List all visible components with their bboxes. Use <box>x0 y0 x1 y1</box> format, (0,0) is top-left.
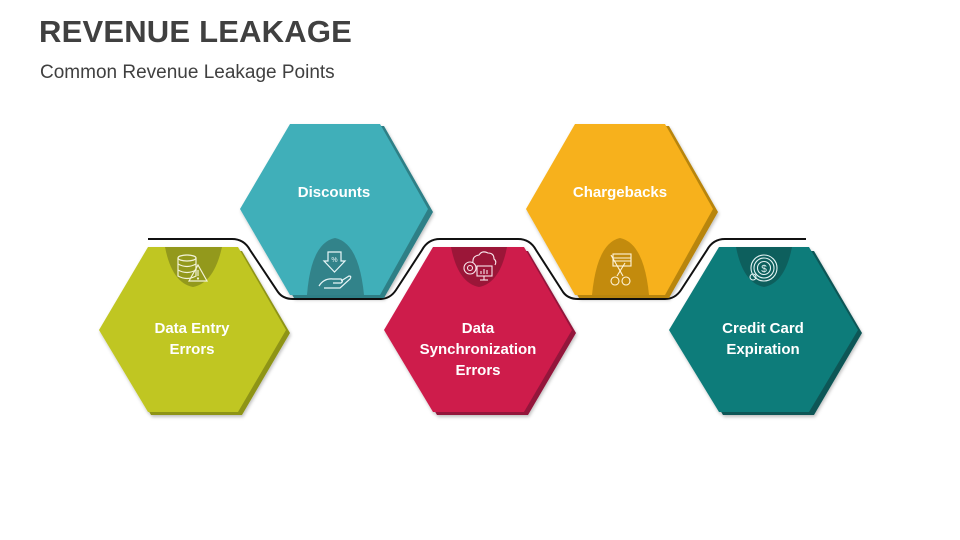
discount-hand-icon: % <box>318 251 352 289</box>
cloud-sync-monitor-icon <box>463 251 497 281</box>
svg-text:$: $ <box>761 264 767 275</box>
card-scissors-icon <box>610 253 632 286</box>
label-chargebacks: Chargebacks <box>572 184 668 201</box>
page-title: REVENUE LEAKAGE <box>39 14 353 49</box>
hexagon-data-synchronization-errors <box>384 247 576 415</box>
database-warning-icon <box>177 254 209 282</box>
hexagon-chargebacks <box>526 124 718 298</box>
connector-line <box>148 238 806 300</box>
svg-text:%: % <box>331 257 337 264</box>
page-subtitle: Common Revenue Leakage Points <box>40 62 335 83</box>
hexagon-discounts <box>240 124 433 298</box>
dollar-coin-expiry-icon: $ <box>749 254 778 282</box>
label-discounts: Discounts <box>297 184 371 201</box>
hexagon-credit-card-expiration <box>669 247 862 415</box>
